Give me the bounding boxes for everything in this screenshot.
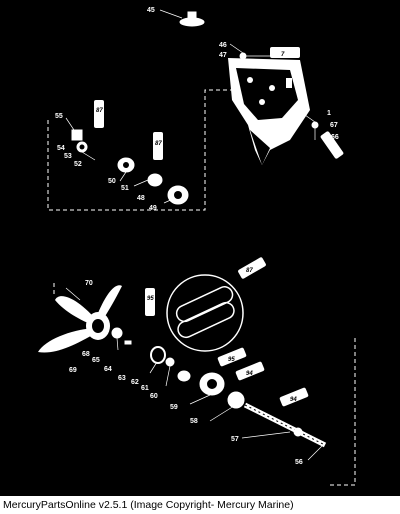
tube-label: 87 [155, 141, 162, 147]
part-label: 45 [147, 7, 155, 14]
part-label: 66 [331, 134, 339, 141]
part-label: 48 [137, 195, 145, 202]
part-label: 67 [330, 122, 338, 129]
part-label: 49 [149, 205, 157, 212]
part-label: 70 [85, 280, 93, 287]
lubricant-tube: 7 [270, 47, 300, 58]
propeller [38, 285, 122, 353]
lubricant-tube: 87 [153, 132, 163, 160]
tube-label: 7 [281, 52, 285, 58]
lubricant-tube: 94 [235, 361, 265, 381]
copyright-caption: MercuryPartsOnline v2.5.1 (Image Copyrig… [0, 497, 400, 514]
lower-group-boundary [53, 283, 356, 486]
part-label: 60 [150, 393, 158, 400]
part-label: 51 [121, 185, 129, 192]
gearcase-housing [228, 58, 310, 165]
lubricant-tube: 87 [94, 100, 104, 128]
part-label: 55 [55, 113, 63, 120]
part-label: 62 [131, 379, 139, 386]
part-label: 54 [57, 145, 65, 152]
tube-label: 95 [147, 296, 154, 302]
propeller-shaft [243, 402, 327, 448]
part-label: 52 [74, 161, 82, 168]
tube-label: 94 [246, 371, 253, 377]
pinion-bearing-parts [71, 129, 189, 205]
part-label: 53 [64, 153, 72, 160]
part-label: 1 [327, 110, 331, 117]
part-label: 47 [219, 52, 227, 59]
lubricant-tube: 95 [145, 288, 155, 316]
exploded-parts-diagram: 7 87 87 7 87 95 95 94 94 [0, 0, 400, 496]
lubricant-tube: 94 [279, 387, 309, 407]
tube-label: 87 [96, 108, 103, 114]
tube-label: 87 [246, 268, 253, 274]
part-label: 58 [190, 418, 198, 425]
part-label: 61 [141, 385, 149, 392]
part-label: 69 [69, 367, 77, 374]
upper-group-boundary [47, 89, 232, 211]
tube-label: 7 [325, 154, 329, 160]
part-label: 59 [170, 404, 178, 411]
water-pump-part [179, 11, 205, 27]
tube-label: 94 [290, 397, 297, 403]
part-label: 56 [295, 459, 303, 466]
part-label: 65 [92, 357, 100, 364]
lubricant-tube: 7 [320, 131, 344, 160]
part-label: 50 [108, 178, 116, 185]
part-label: 46 [219, 42, 227, 49]
lubricant-tube: 87 [238, 257, 266, 279]
part-label: 63 [118, 375, 126, 382]
drive-shaft-detail-circle [166, 274, 244, 352]
part-label: 64 [104, 366, 112, 373]
part-label: 57 [231, 436, 239, 443]
tube-label: 95 [228, 357, 235, 363]
lubricant-tube: 95 [217, 347, 247, 367]
part-label: 68 [82, 351, 90, 358]
